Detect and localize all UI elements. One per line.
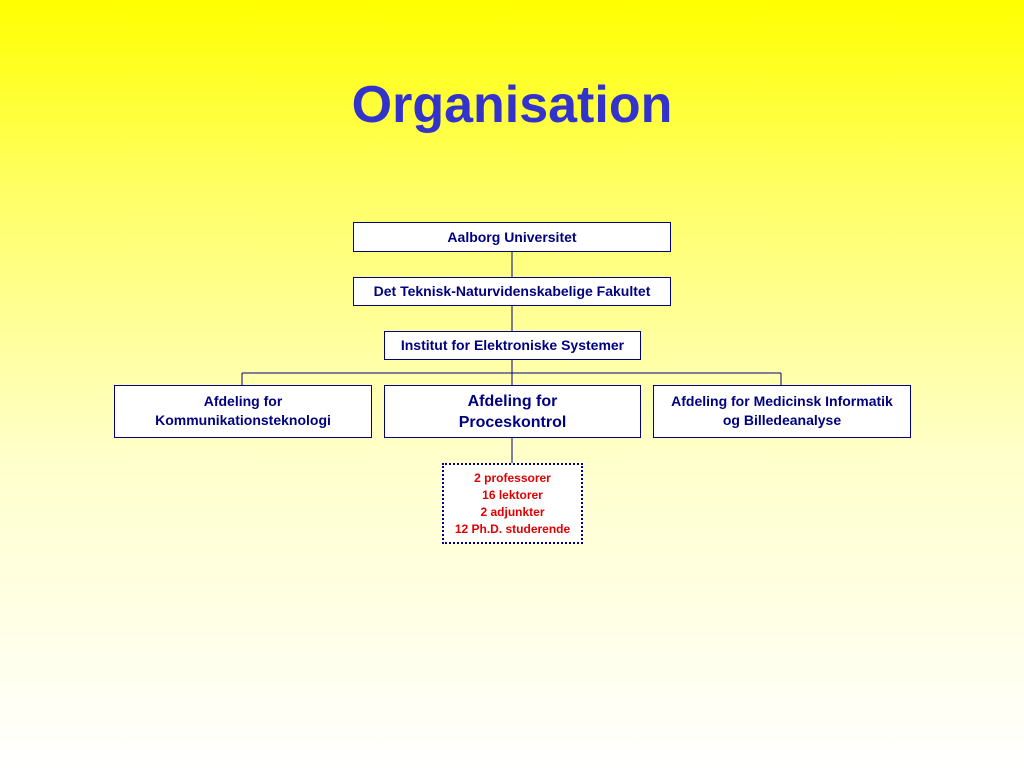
department-kommunikationsteknologi-box: Afdeling for Kommunikationsteknologi: [114, 385, 372, 438]
university-box: Aalborg Universitet: [353, 222, 671, 252]
slide-title: Organisation: [351, 76, 673, 134]
staff-adjunkter: 2 adjunkter: [480, 504, 545, 519]
institute-box: Institut for Elektroniske Systemer: [384, 331, 641, 360]
faculty-box: Det Teknisk-Naturvidenskabelige Fakultet: [353, 277, 671, 306]
department-medicinsk-informatik-box: Afdeling for Medicinsk Informatik og Bil…: [653, 385, 911, 438]
staff-phd-studerende: 12 Ph.D. studerende: [454, 521, 571, 536]
staff-box: 2 professorer 16 lektorer 2 adjunkter 12…: [442, 463, 583, 544]
department-proceskontrol-box: Afdeling for Proceskontrol: [384, 385, 641, 438]
staff-professorer: 2 professorer: [474, 470, 551, 485]
staff-lektorer: 16 lektorer: [482, 487, 543, 502]
